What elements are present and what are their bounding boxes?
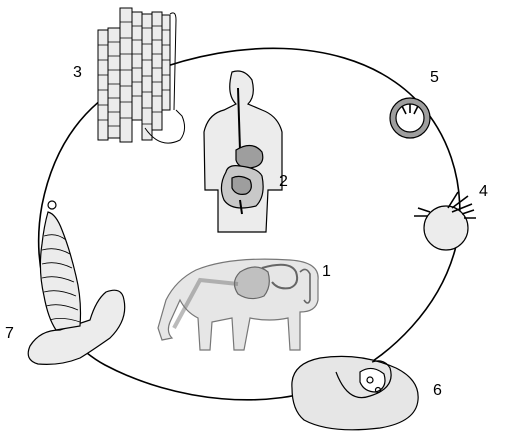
stage-label-3: 3 [73, 64, 82, 81]
cow-icon [157, 258, 319, 351]
adult-tapeworm-icon [97, 7, 186, 144]
stage-label-1: 1 [322, 263, 331, 280]
stage-label-7: 7 [5, 325, 14, 342]
scolex-cysticercus-icon [27, 200, 126, 365]
cysticercus-icon [291, 355, 419, 431]
human-digestive-icon [203, 70, 283, 233]
egg-icon [389, 97, 431, 139]
stage-label-2: 2 [279, 173, 288, 190]
stage-label-5: 5 [430, 69, 439, 86]
stage-label-6: 6 [433, 382, 442, 399]
stage-label-4: 4 [479, 183, 488, 200]
oncosphere-icon [414, 191, 476, 251]
